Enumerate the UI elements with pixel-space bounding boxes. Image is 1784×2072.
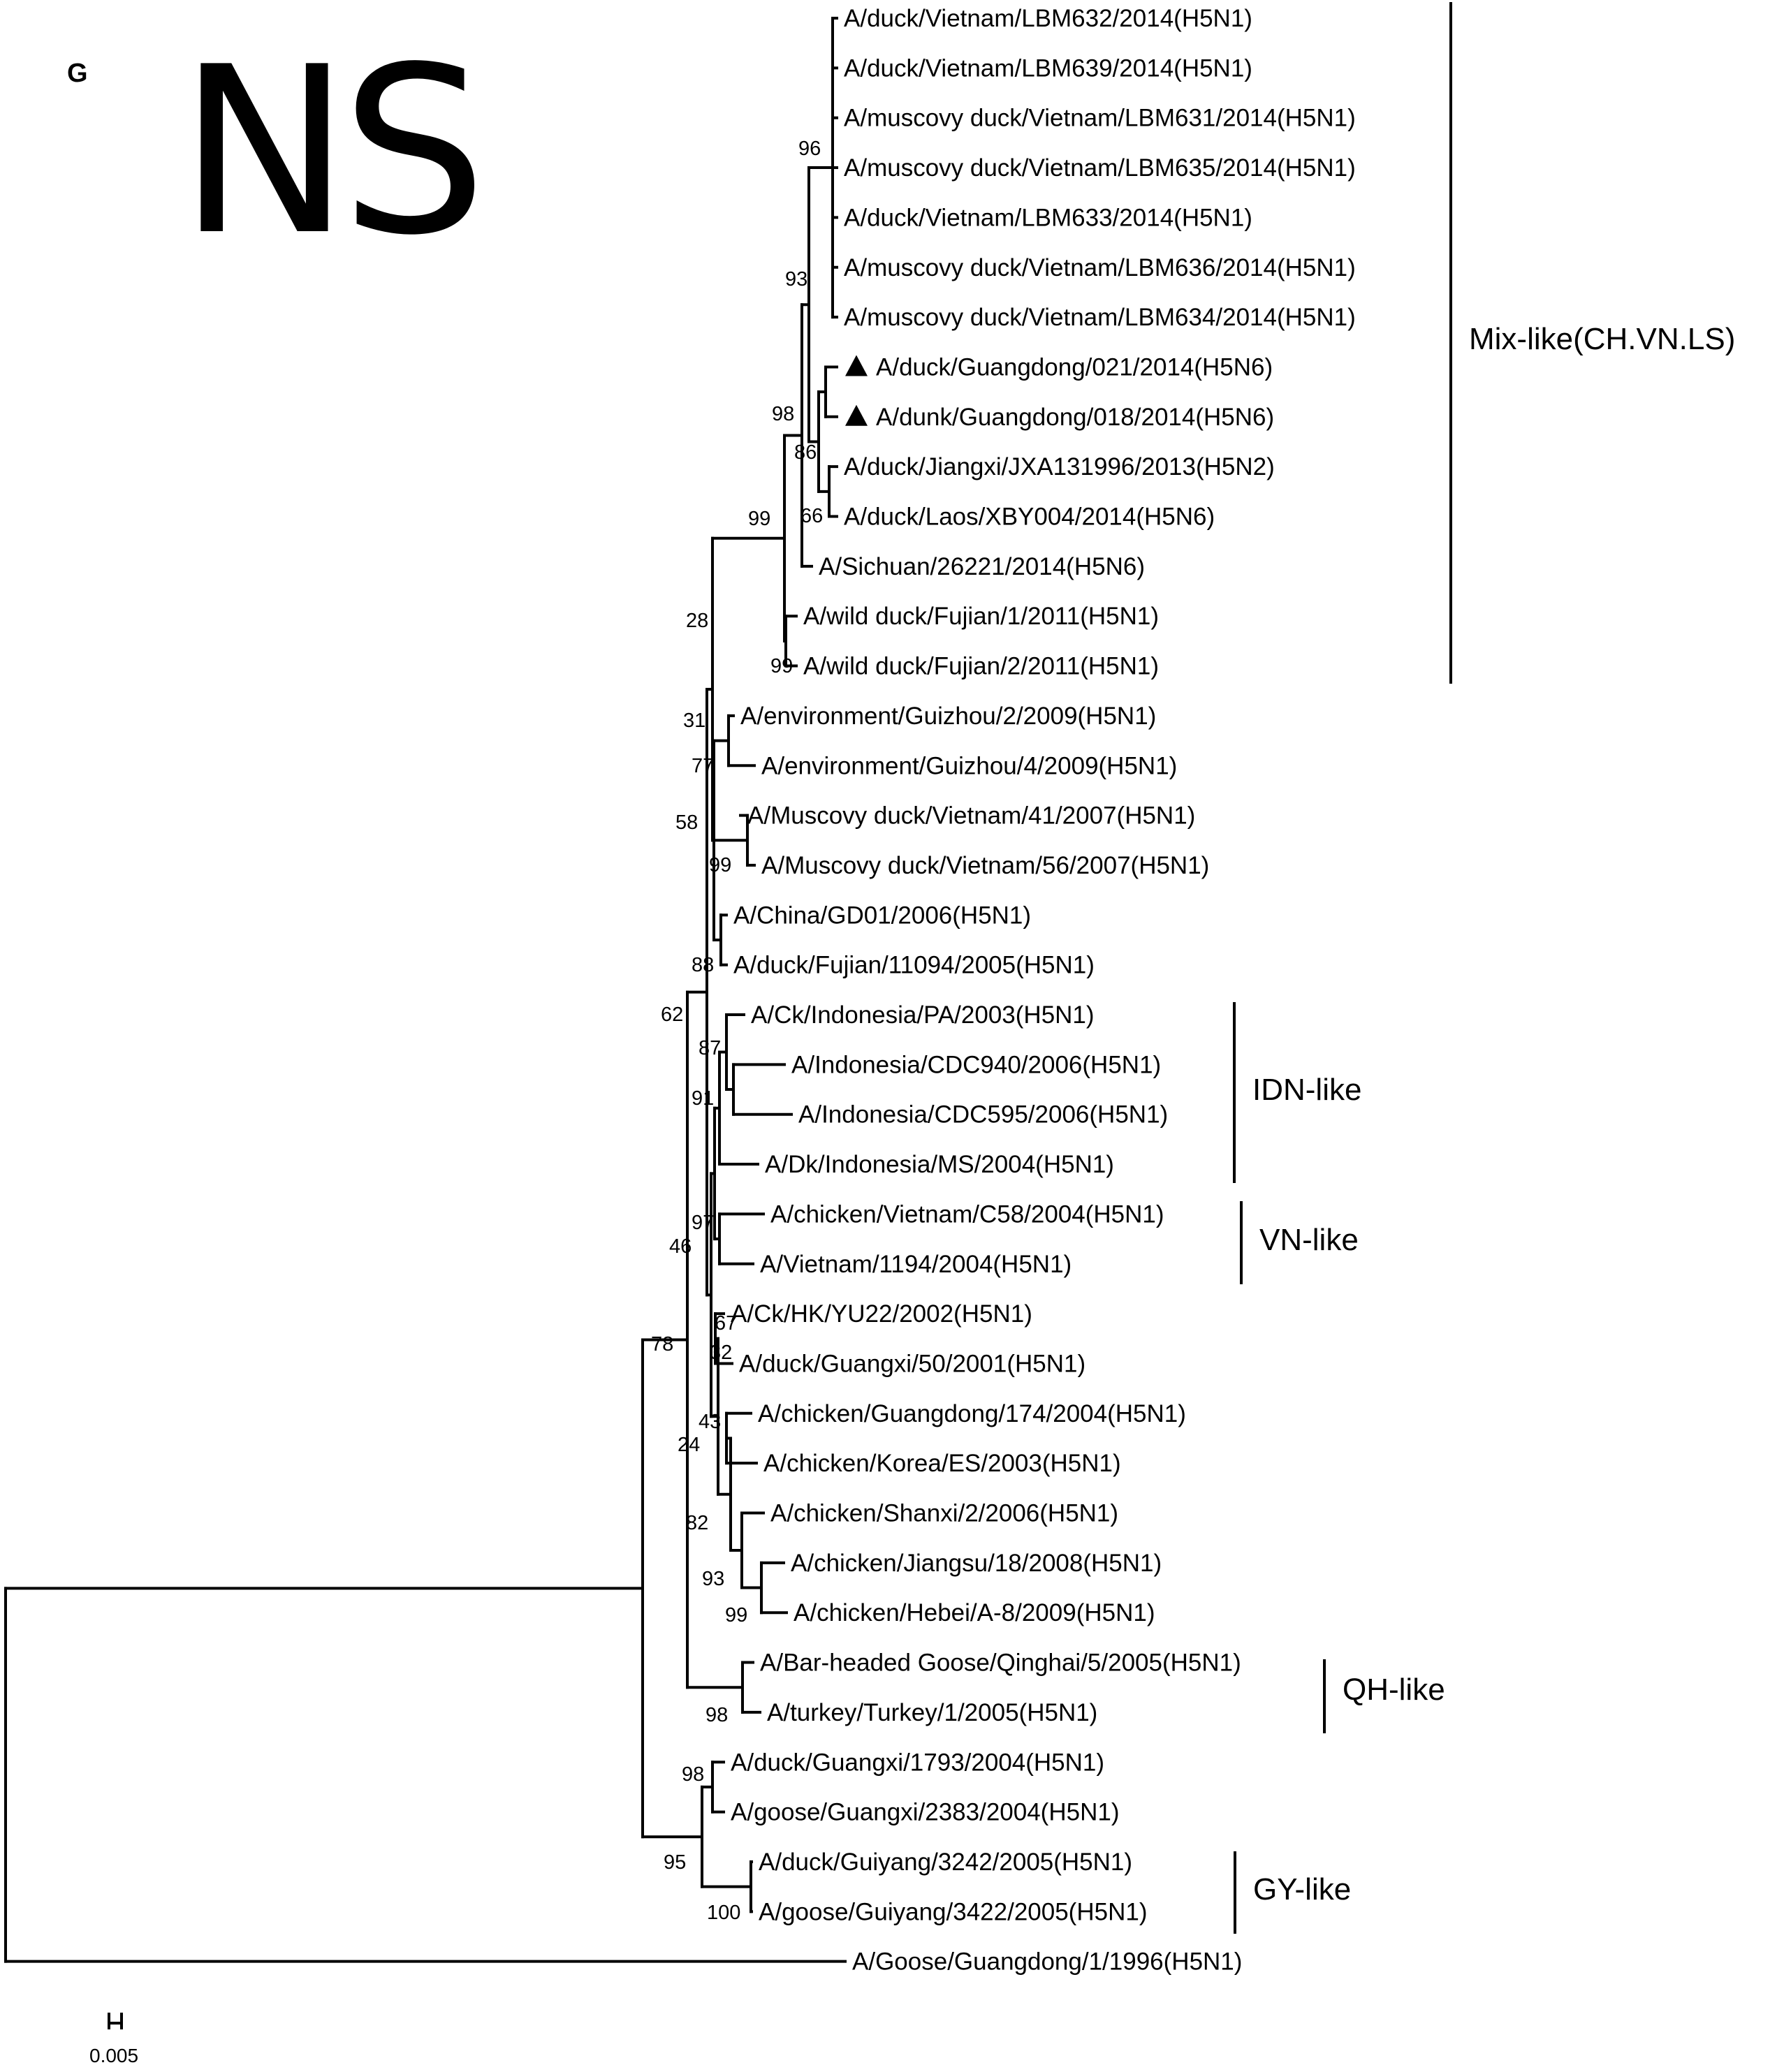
- gene-title: NS: [178, 17, 487, 286]
- taxon-label: A/duck/Guangdong/021/2014(H5N6): [876, 353, 1273, 381]
- taxon-label: A/Muscovy duck/Vietnam/56/2007(H5N1): [761, 852, 1209, 879]
- taxon-label: A/duck/Guangxi/50/2001(H5N1): [739, 1350, 1085, 1377]
- taxon-label: A/duck/Vietnam/LBM632/2014(H5N1): [844, 5, 1252, 32]
- taxon-label: A/Indonesia/CDC940/2006(H5N1): [791, 1051, 1161, 1078]
- taxon-label: A/wild duck/Fujian/1/2011(H5N1): [803, 603, 1159, 630]
- clade-label: Mix-like(CH.VN.LS): [1469, 322, 1735, 356]
- triangle-marker-icon: [845, 404, 868, 426]
- taxon-label: A/muscovy duck/Vietnam/LBM636/2014(H5N1): [844, 254, 1356, 281]
- taxon-label: A/China/GD01/2006(H5N1): [733, 902, 1031, 929]
- bootstrap-value: 88: [692, 954, 714, 976]
- bootstrap-value: 87: [699, 1037, 721, 1059]
- clade-label: QH-like: [1343, 1673, 1445, 1707]
- taxon-label: A/environment/Guizhou/4/2009(H5N1): [761, 752, 1177, 779]
- bootstrap-value: 32: [710, 1342, 732, 1364]
- bootstrap-value: 31: [683, 710, 705, 732]
- bootstrap-value: 28: [686, 610, 708, 632]
- taxon-label: A/duck/Guiyang/3242/2005(H5N1): [759, 1849, 1132, 1876]
- bootstrap-value: 99: [709, 854, 731, 876]
- scale-bar-label: 0.005: [89, 2045, 139, 2066]
- triangle-marker-icon: [845, 355, 868, 376]
- taxon-label: A/goose/Guangxi/2383/2004(H5N1): [731, 1799, 1119, 1826]
- bootstrap-value: 77: [692, 755, 714, 777]
- bootstrap-value: 93: [702, 1568, 724, 1590]
- taxon-label: A/duck/Laos/XBY004/2014(H5N6): [844, 504, 1215, 531]
- bootstrap-value: 95: [664, 1851, 686, 1874]
- taxon-label: A/chicken/Hebei/A-8/2009(H5N1): [794, 1599, 1155, 1626]
- taxon-label: A/duck/Fujian/11094/2005(H5N1): [733, 952, 1095, 979]
- bootstrap-value: 66: [800, 505, 823, 527]
- panel-letter: G: [67, 59, 88, 88]
- bootstrap-value: 93: [785, 268, 807, 291]
- taxon-label: A/muscovy duck/Vietnam/LBM634/2014(H5N1): [844, 304, 1356, 331]
- bootstrap-value: 99: [770, 655, 793, 677]
- taxon-label: A/Muscovy duck/Vietnam/41/2007(H5N1): [747, 802, 1195, 830]
- taxon-label: A/chicken/Korea/ES/2003(H5N1): [763, 1450, 1121, 1477]
- taxon-label: A/chicken/Shanxi/2/2006(H5N1): [770, 1500, 1118, 1527]
- bootstrap-value: 98: [772, 403, 794, 425]
- taxon-label: A/chicken/Guangdong/174/2004(H5N1): [758, 1400, 1186, 1427]
- bootstrap-value: 100: [707, 1902, 740, 1924]
- clade-label: IDN-like: [1252, 1073, 1361, 1107]
- bootstrap-value: 78: [651, 1333, 673, 1355]
- taxon-label: A/duck/Vietnam/LBM639/2014(H5N1): [844, 54, 1252, 82]
- bootstrap-value: 24: [678, 1434, 700, 1456]
- bootstrap-value: 99: [748, 508, 770, 530]
- bootstrap-value: 98: [705, 1704, 728, 1726]
- taxon-label: A/Indonesia/CDC595/2006(H5N1): [798, 1101, 1168, 1129]
- bootstrap-value: 96: [798, 138, 821, 160]
- bootstrap-value: 97: [692, 1212, 714, 1234]
- bootstrap-value: 62: [661, 1004, 683, 1026]
- taxon-label: A/goose/Guiyang/3422/2005(H5N1): [759, 1898, 1147, 1925]
- bootstrap-value: 67: [715, 1312, 737, 1335]
- bootstrap-value: 82: [686, 1512, 708, 1534]
- taxon-label: A/muscovy duck/Vietnam/LBM631/2014(H5N1): [844, 105, 1356, 132]
- taxon-label: A/Ck/HK/YU22/2002(H5N1): [731, 1300, 1032, 1328]
- taxon-label: A/Dk/Indonesia/MS/2004(H5N1): [765, 1151, 1114, 1178]
- taxon-label: A/chicken/Jiangsu/18/2008(H5N1): [791, 1550, 1162, 1577]
- taxon-label: A/Sichuan/26221/2014(H5N6): [819, 553, 1145, 580]
- taxon-label: A/Bar-headed Goose/Qinghai/5/2005(H5N1): [760, 1649, 1241, 1677]
- taxon-label: A/wild duck/Fujian/2/2011(H5N1): [803, 653, 1159, 680]
- clade-label: VN-like: [1259, 1223, 1359, 1257]
- clade-label: GY-like: [1253, 1872, 1351, 1906]
- taxon-label: A/Vietnam/1194/2004(H5N1): [760, 1251, 1072, 1278]
- taxon-label: A/duck/Guangxi/1793/2004(H5N1): [731, 1749, 1104, 1776]
- taxon-label: A/duck/Vietnam/LBM633/2014(H5N1): [844, 204, 1252, 231]
- bootstrap-value: 46: [669, 1235, 692, 1258]
- taxon-label: A/Goose/Guangdong/1/1996(H5N1): [852, 1948, 1242, 1976]
- bootstrap-value: 43: [699, 1411, 721, 1433]
- taxon-label: A/chicken/Vietnam/C58/2004(H5N1): [770, 1200, 1164, 1228]
- taxon-label: A/turkey/Turkey/1/2005(H5N1): [767, 1699, 1097, 1726]
- bootstrap-value: 86: [794, 441, 817, 464]
- bootstrap-value: 98: [682, 1763, 704, 1786]
- taxon-label: A/muscovy duck/Vietnam/LBM635/2014(H5N1): [844, 154, 1356, 182]
- taxon-label: A/dunk/Guangdong/018/2014(H5N6): [876, 404, 1274, 431]
- taxon-label: A/duck/Jiangxi/JXA131996/2013(H5N2): [844, 453, 1275, 480]
- bootstrap-value: 58: [675, 811, 698, 834]
- taxon-label: A/Ck/Indonesia/PA/2003(H5N1): [751, 1001, 1095, 1029]
- bootstrap-value: 99: [725, 1604, 747, 1626]
- bootstrap-value: 91: [692, 1087, 714, 1110]
- taxon-label: A/environment/Guizhou/2/2009(H5N1): [740, 703, 1156, 730]
